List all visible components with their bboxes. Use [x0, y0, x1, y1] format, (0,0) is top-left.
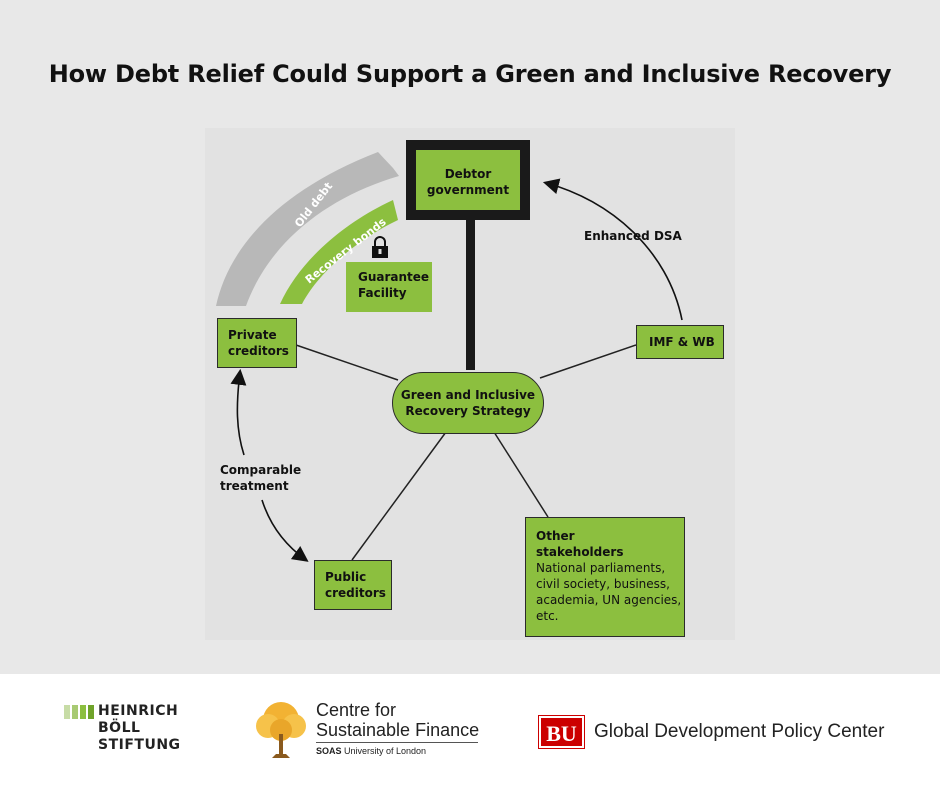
strategy-line2: Recovery Strategy: [405, 404, 531, 418]
soas-rest: University of London: [341, 746, 427, 756]
guarantee-line2: Facility: [358, 286, 407, 300]
bu-badge-logo: BU: [538, 715, 585, 749]
footer-logos-bar: [0, 674, 940, 788]
imf-wb-box: IMF & WB: [636, 325, 724, 359]
debtor-government-box: Debtor government: [406, 140, 530, 220]
guarantee-line1: Guarantee: [358, 270, 430, 284]
heinrich-boell-logo-icon: [64, 705, 94, 719]
other-desc-line4: etc.: [536, 609, 559, 623]
other-desc-line1: National parliaments,: [536, 561, 666, 575]
comparable-treatment-label: Comparable treatment: [220, 462, 301, 494]
debtor-pole: [466, 220, 475, 370]
comparable-up-arrow: [230, 368, 247, 456]
public-line1: Public: [325, 570, 367, 584]
debtor-label-line1: Debtor: [444, 167, 492, 181]
csf-line2: Sustainable Finance: [316, 720, 480, 740]
enhanced-dsa-label: Enhanced DSA: [584, 229, 682, 243]
line-imf: [539, 344, 637, 379]
line-other: [493, 431, 549, 518]
imf-label: IMF & WB: [649, 335, 715, 349]
enhanced-dsa-arrow: [542, 178, 683, 321]
line-public: [351, 431, 447, 561]
hb-line1: HEINRICH: [98, 703, 179, 719]
private-line1: Private: [228, 328, 277, 342]
other-title-line1: Other: [536, 529, 575, 543]
page-title: How Debt Relief Could Support a Green an…: [48, 60, 892, 88]
other-desc-line3: academia, UN agencies,: [536, 593, 682, 607]
public-line2: creditors: [325, 586, 386, 600]
guarantee-facility-box: Guarantee Facility: [346, 262, 432, 312]
hb-line2: BÖLL: [98, 720, 141, 736]
csf-line1: Centre for: [316, 700, 397, 720]
comparable-line1: Comparable: [220, 463, 302, 477]
old-debt-arc: [216, 152, 399, 306]
padlock-icon: [372, 236, 388, 258]
other-title-line2: stakeholders: [536, 545, 624, 559]
strategy-line1: Green and Inclusive: [400, 388, 536, 402]
private-line2: creditors: [228, 344, 289, 358]
tree-logo-icon: [256, 702, 306, 758]
csf-divider: [316, 742, 478, 743]
recovery-bonds-arc: [280, 200, 398, 304]
debtor-label-line2: government: [426, 183, 510, 197]
hb-line3: STIFTUNG: [98, 737, 181, 753]
comparable-down-arrow: [261, 499, 309, 562]
private-creditors-box: Private creditors: [217, 318, 297, 368]
bu-center-name: Global Development Policy Center: [594, 721, 885, 742]
recovery-strategy-node: Green and Inclusive Recovery Strategy: [392, 372, 544, 434]
soas-bold: SOAS: [316, 746, 342, 756]
other-desc-line2: civil society, business,: [536, 577, 670, 591]
soas-caption: SOAS University of London: [316, 746, 426, 756]
comparable-line2: treatment: [220, 479, 289, 493]
public-creditors-box: Public creditors: [314, 560, 392, 610]
csf-wordmark: Centre for Sustainable Finance: [316, 700, 479, 740]
other-stakeholders-box: Other stakeholders National parliaments,…: [525, 517, 685, 637]
line-private: [295, 344, 399, 381]
heinrich-boell-wordmark: HEINRICH BÖLL STIFTUNG: [98, 703, 181, 754]
